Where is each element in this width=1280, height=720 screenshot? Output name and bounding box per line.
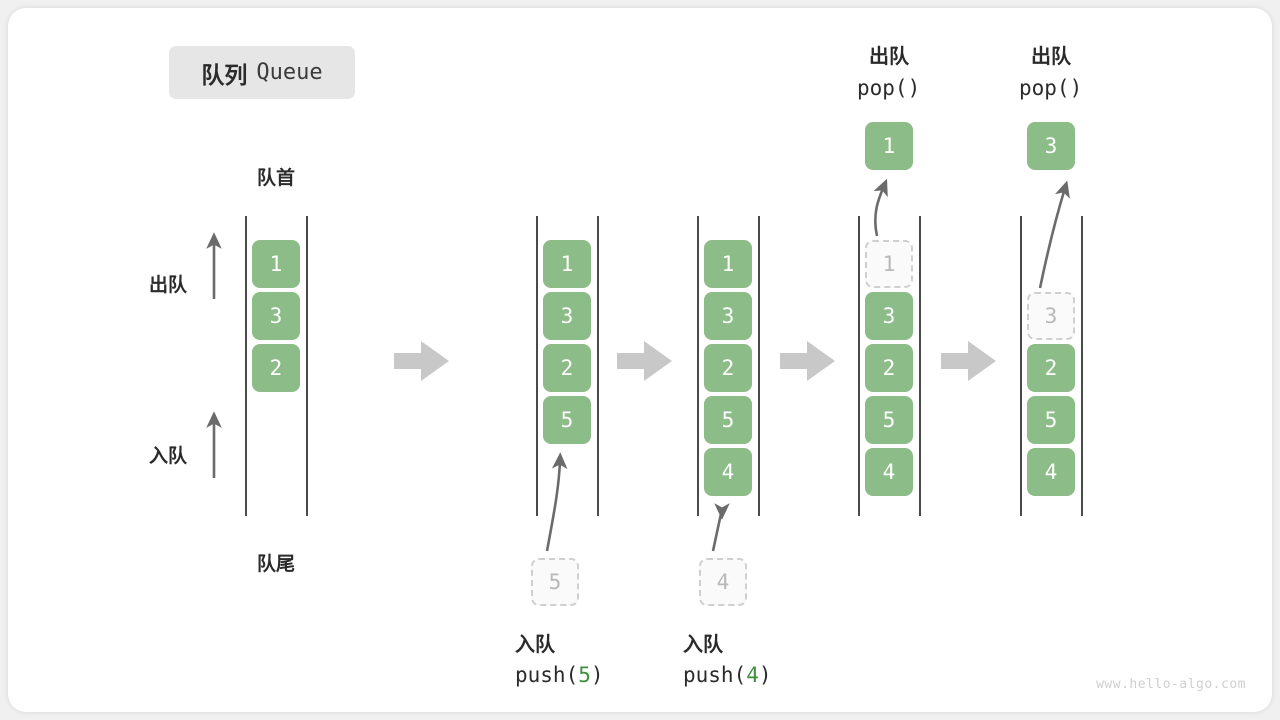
stage5-cell-0: 2	[1027, 344, 1075, 392]
stage1-cell-0: 1	[252, 240, 300, 288]
stage5-cell-2: 4	[1027, 448, 1075, 496]
stage2-cell-1: 3	[543, 292, 591, 340]
stage5-caption-code: pop()	[1019, 76, 1083, 100]
title-en: Queue	[256, 60, 323, 85]
stage2-ghost-cell: 5	[531, 558, 579, 606]
pop-1-arrow	[873, 178, 888, 237]
stage4-cell-1: 2	[865, 344, 913, 392]
stage2-caption-cn: 入队	[515, 632, 555, 656]
stage4-cell-2: 5	[865, 396, 913, 444]
flow-arrow-1	[394, 341, 449, 381]
title-badge: 队列 Queue	[169, 46, 355, 99]
diagram-card: 队列 Queue 队首 出队 入队 1 3 2 队尾 1 3 2 5 5 入队 …	[8, 8, 1272, 712]
queue-head-label: 队首	[256, 167, 295, 189]
stage3-code-num: 4	[746, 663, 759, 687]
stage2-caption-code: push(5)	[515, 663, 604, 687]
stage2-code-prefix: push(	[515, 663, 579, 687]
stage5-ghost-cell: 3	[1027, 292, 1075, 340]
stage2-cell-0: 1	[543, 240, 591, 288]
pop-3-arrow	[1038, 180, 1070, 289]
stage3-cell-2: 2	[704, 344, 752, 392]
stage5-cell-1: 5	[1027, 396, 1075, 444]
stage2-cell-3: 5	[543, 396, 591, 444]
stage4-popped-cell: 1	[865, 122, 913, 170]
stage4-rail-left	[858, 216, 860, 516]
stage5-popped-cell: 3	[1027, 122, 1075, 170]
stage4-cell-0: 3	[865, 292, 913, 340]
flow-arrow-3	[780, 341, 835, 381]
stage4-ghost-cell: 1	[865, 240, 913, 288]
stage4-cell-3: 4	[865, 448, 913, 496]
stage2-code-num: 5	[578, 663, 591, 687]
watermark: www.hello-algo.com	[1096, 677, 1246, 692]
stage4-caption-cn: 出队	[869, 44, 909, 68]
push-4-arrow	[711, 503, 730, 552]
stage4-caption-code: pop()	[857, 76, 921, 100]
stage3-caption-cn: 入队	[683, 632, 723, 656]
queue-tail-label: 队尾	[256, 553, 295, 575]
stage1-rail-left	[245, 216, 247, 516]
stage2-cell-2: 2	[543, 344, 591, 392]
title-cn: 队列	[201, 62, 248, 89]
stage1-rail-right	[306, 216, 308, 516]
stage3-code-suffix: )	[758, 663, 772, 687]
stage4-rail-right	[919, 216, 921, 516]
stage5-caption-cn: 出队	[1031, 44, 1071, 68]
stage5-rail-right	[1081, 216, 1083, 516]
stage3-cell-4: 4	[704, 448, 752, 496]
stage3-rail-left	[697, 216, 699, 516]
stage3-ghost-cell: 4	[699, 558, 747, 606]
stage5-rail-left	[1020, 216, 1022, 516]
stage3-cell-3: 5	[704, 396, 752, 444]
flow-arrow-2	[617, 341, 672, 381]
push-5-arrow	[545, 452, 568, 552]
stage3-rail-right	[758, 216, 760, 516]
stage1-cell-2: 2	[252, 344, 300, 392]
stage2-rail-right	[597, 216, 599, 516]
stage2-code-suffix: )	[590, 663, 604, 687]
stage3-cell-1: 3	[704, 292, 752, 340]
stage3-cell-0: 1	[704, 240, 752, 288]
stage2-rail-left	[536, 216, 538, 516]
flow-arrow-4	[941, 341, 996, 381]
stage1-cell-1: 3	[252, 292, 300, 340]
dequeue-direction-label: 出队	[149, 274, 188, 296]
enqueue-direction-label: 入队	[149, 445, 188, 467]
stage3-caption-code: push(4)	[683, 663, 772, 687]
stage3-code-prefix: push(	[683, 663, 747, 687]
